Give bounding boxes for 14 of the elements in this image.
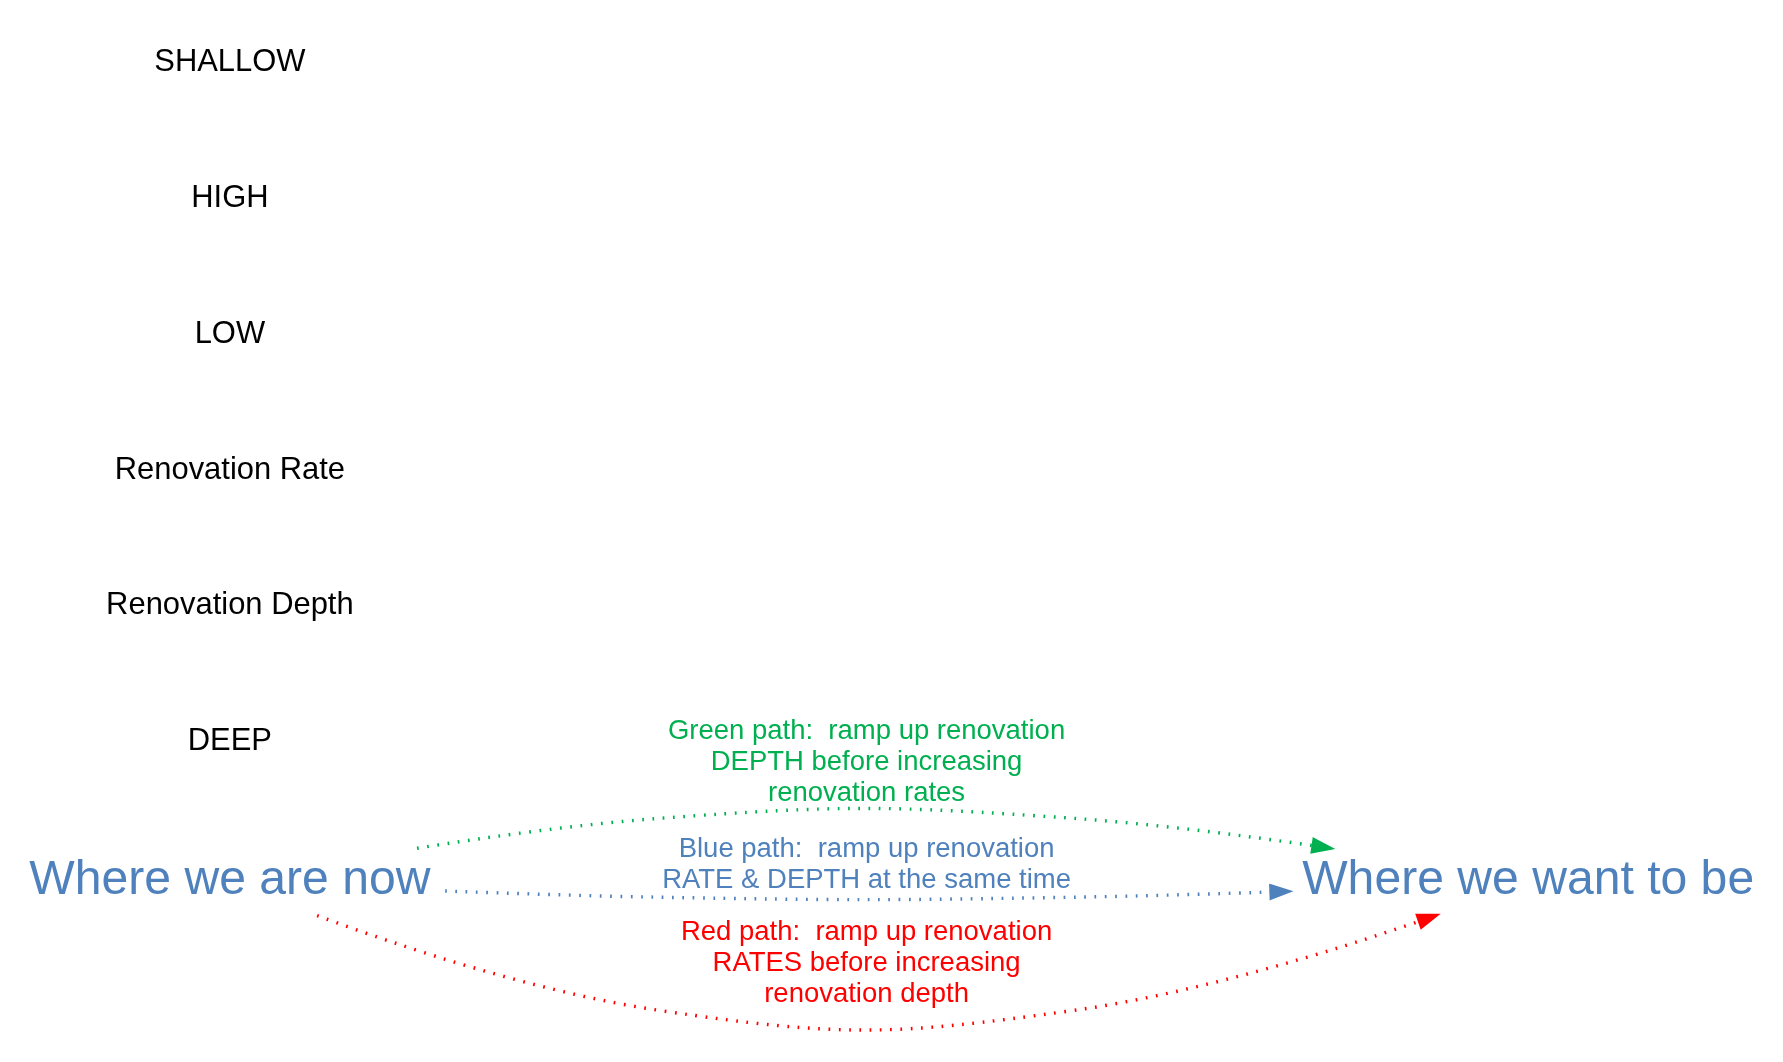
label: Renovation Rate	[114, 450, 346, 486]
label: Renovation Depth	[106, 585, 354, 621]
label: LOW	[194, 314, 266, 350]
edge-label: Red path: ramp up renovation RATES before increasing renovation depth	[680, 914, 1053, 1008]
node-text: Where we are now	[29, 849, 431, 904]
edge-label: Blue path: ramp up renovation RATE & DEPTH at the same time	[662, 831, 1071, 894]
arrow	[316, 913, 1441, 1032]
arrow	[416, 806, 1336, 854]
node-text: Where we want to be	[1302, 849, 1755, 904]
label: HIGH	[191, 178, 269, 214]
label: SHALLOW	[154, 42, 306, 78]
arrow	[445, 883, 1294, 901]
label: DEEP	[187, 721, 273, 757]
edge-label: Green path: ramp up renovation DEPTH before increasing renovation rates	[667, 713, 1066, 807]
